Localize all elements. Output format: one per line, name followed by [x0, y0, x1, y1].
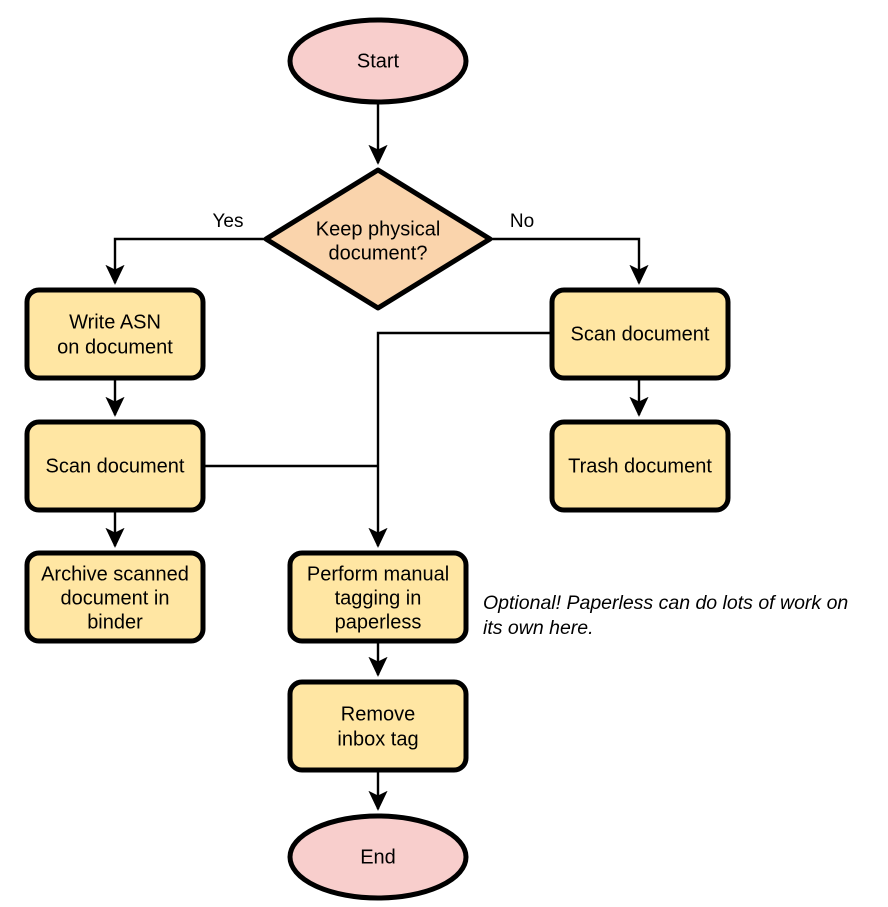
edge-decision-no-to-scan-right	[490, 237, 649, 285]
annotation-optional-note: Optional! Paperless can do lots of work …	[483, 592, 848, 639]
scan-document-right-label: Scan document	[571, 323, 710, 345]
start-ellipse-shape	[287, 17, 469, 105]
node-remove-inbox-tag[interactable]: Remove inbox tag	[287, 679, 469, 773]
edges-layer	[105, 102, 649, 811]
scan-document-left-label: Scan document	[46, 455, 185, 477]
edge-label-no: No	[510, 211, 534, 232]
end-label: End	[360, 846, 396, 868]
node-scan-document-left[interactable]: Scan document	[24, 419, 206, 513]
trash-document-box-shape	[549, 419, 731, 513]
decision-label-line2: document?	[329, 242, 428, 264]
edge-decision-yes-to-write-asn	[105, 237, 265, 285]
archive-box-shape	[24, 550, 206, 644]
remove-inbox-label-line2: inbox tag	[337, 728, 418, 750]
remove-inbox-label-line1: Remove	[341, 703, 415, 725]
annotation-line2: its own here.	[483, 617, 594, 639]
write-asn-label-line1: Write ASN	[69, 311, 161, 333]
node-decision-keep-physical-document[interactable]: Keep physical document?	[263, 167, 493, 311]
node-end[interactable]: End	[287, 813, 469, 901]
write-asn-label-line2: on document	[57, 336, 173, 358]
node-write-asn[interactable]: Write ASN on document	[24, 287, 206, 381]
decision-label-line1: Keep physical	[316, 218, 441, 240]
node-start[interactable]: Start	[287, 17, 469, 105]
archive-label-line1: Archive scanned	[41, 563, 189, 585]
node-scan-document-right[interactable]: Scan document	[549, 287, 731, 381]
write-asn-box-shape	[24, 287, 206, 381]
node-trash-document[interactable]: Trash document	[549, 419, 731, 513]
edge-scan-right-to-tagging	[368, 331, 552, 548]
tagging-label-line2: tagging in	[335, 587, 422, 609]
tagging-box-shape	[287, 550, 469, 644]
edge-label-yes: Yes	[213, 211, 244, 232]
remove-inbox-box-shape	[287, 679, 469, 773]
scan-document-right-box-shape	[549, 287, 731, 381]
annotation-line1: Optional! Paperless can do lots of work …	[483, 592, 848, 614]
archive-label-line2: document in	[61, 587, 170, 609]
tagging-label-line1: Perform manual	[307, 563, 449, 585]
trash-document-label: Trash document	[568, 455, 712, 477]
scan-document-left-box-shape	[24, 419, 206, 513]
start-label: Start	[357, 50, 400, 72]
archive-label-line3: binder	[87, 611, 143, 633]
tagging-label-line3: paperless	[335, 611, 422, 633]
node-archive-scanned-document[interactable]: Archive scanned document in binder	[24, 550, 206, 644]
node-perform-manual-tagging[interactable]: Perform manual tagging in paperless	[287, 550, 469, 644]
end-ellipse-shape	[287, 813, 469, 901]
decision-diamond-shape	[263, 167, 493, 311]
